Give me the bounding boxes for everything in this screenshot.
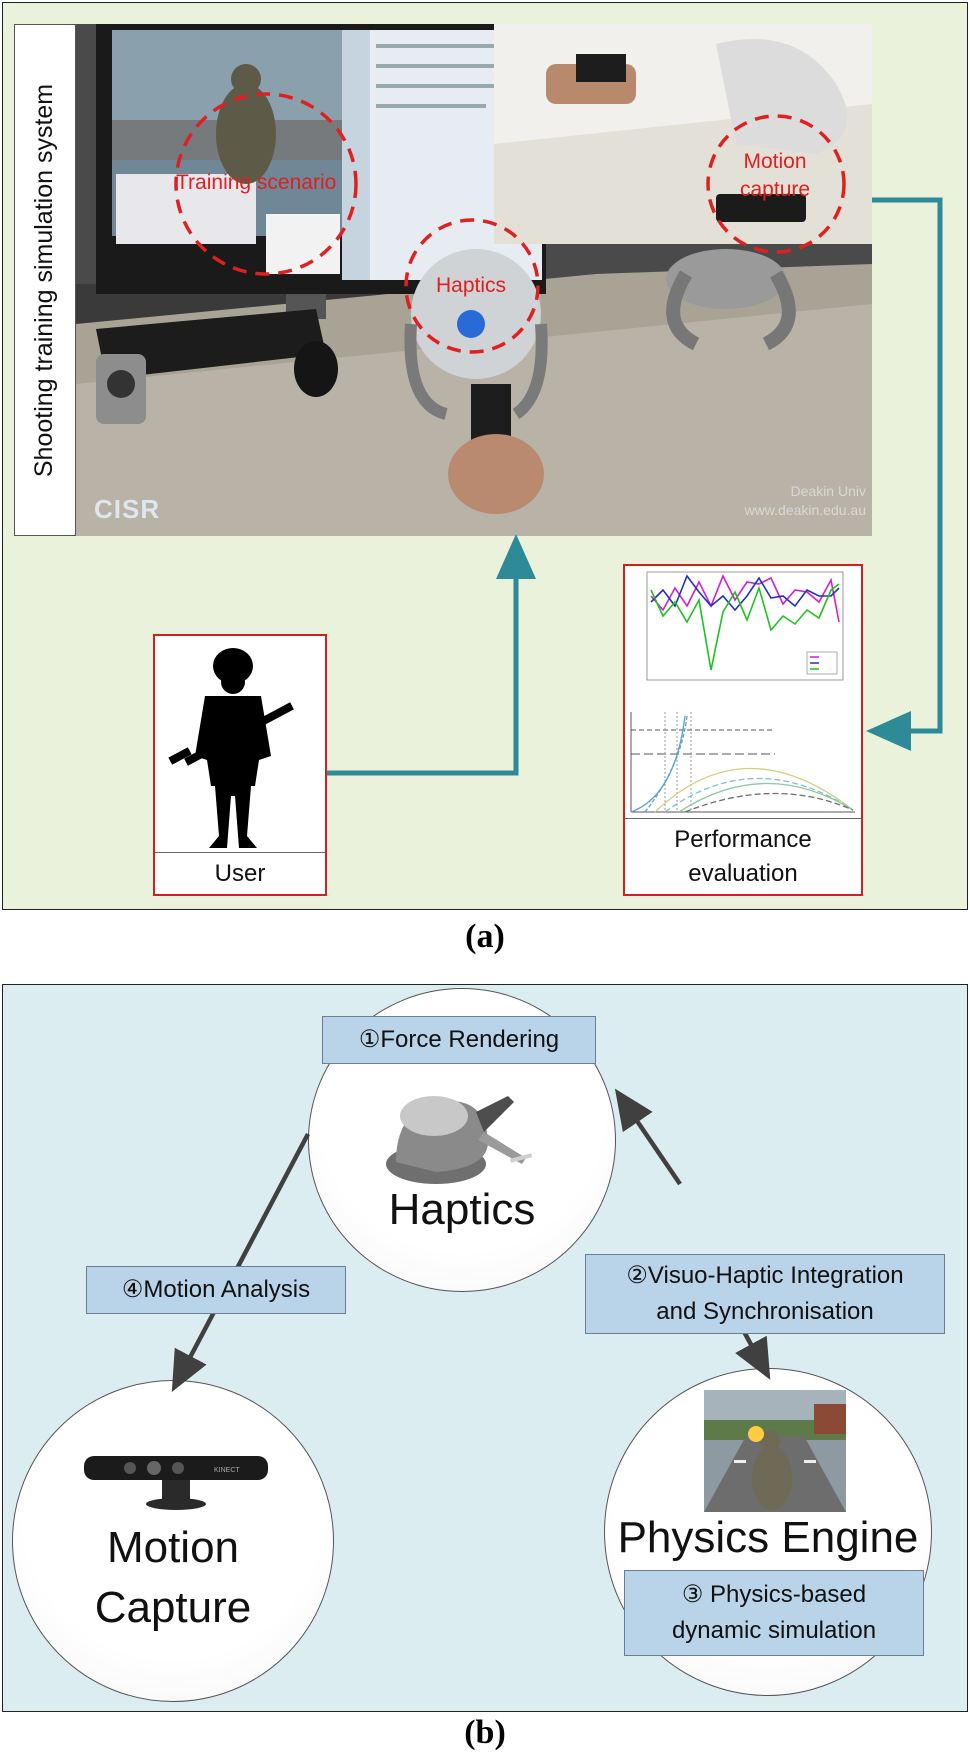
side-label-box (14, 24, 76, 536)
user-caption: User (155, 852, 325, 894)
watermark-line-2: www.deakin.edu.au (744, 502, 866, 518)
force-rendering-label: Force Rendering (380, 1026, 560, 1053)
physics-simulation-number: ③ (681, 1581, 704, 1608)
visuo-haptic-tag: ②Visuo-Haptic Integration and Synchronis… (585, 1254, 945, 1334)
motion-capture-node-line-1: Motion (106, 1523, 240, 1572)
system-photo-illustration (76, 24, 872, 536)
kinect-device-text: KINECT (214, 1467, 240, 1474)
visuo-haptic-line-2: and Synchronisation (656, 1298, 874, 1325)
kinect-sensor-icon: KINECT (78, 1442, 274, 1530)
cisr-logo: CISR (94, 494, 161, 524)
performance-caption-line-2: evaluation (688, 859, 798, 887)
training-scenario-label: Training scenario (176, 171, 337, 194)
performance-plots-thumbnail (630, 571, 855, 813)
game-scene-thumbnail (704, 1390, 846, 1512)
panel-b-arrows (171, 1088, 771, 1392)
visuo-haptic-line-1-text: Visuo-Haptic Integration (647, 1262, 904, 1289)
motion-capture-label-2: capture (740, 178, 811, 201)
physics-to-haptics-arrow (614, 1088, 682, 1186)
haptics-photo-label: Haptics (436, 274, 507, 297)
visuo-to-physics-arrow (735, 1326, 771, 1380)
soldier-silhouette-icon (168, 648, 294, 848)
physics-simulation-tag: ③ Physics-based dynamic simulation (624, 1570, 924, 1656)
physics-simulation-line-1: ③ Physics-based (682, 1577, 866, 1613)
user-to-system-arrow (327, 534, 536, 776)
haptic-device-icon (376, 1072, 548, 1192)
physics-engine-node-label: Physics Engine (617, 1513, 919, 1562)
panel-a-tag: (a) (465, 918, 505, 955)
force-rendering-number: ① (358, 1026, 381, 1053)
watermark: Deakin Univ www.deakin.edu.au (666, 482, 866, 520)
visuo-haptic-line-1: ②Visuo-Haptic Integration (626, 1258, 903, 1294)
physics-simulation-line-1-text: Physics-based (710, 1581, 867, 1608)
motion-analysis-number: ④ (121, 1276, 144, 1303)
physics-simulation-line-2: dynamic simulation (671, 1617, 877, 1644)
watermark-line-1: Deakin Univ (790, 483, 866, 499)
performance-caption: Performance evaluation (625, 818, 861, 894)
system-photo: Training scenario Haptics Motion capture… (76, 24, 872, 536)
motion-capture-node-label: Motion Capture (12, 1518, 334, 1638)
performance-evaluation-box (623, 564, 863, 896)
performance-caption-line-1: Performance (674, 825, 812, 853)
motion-capture-circle (12, 1380, 334, 1702)
haptics-to-motion-arrow (171, 1132, 310, 1392)
capture-to-evaluation-arrow (866, 197, 943, 751)
panel-b-tag: (b) (464, 1714, 506, 1751)
motion-capture-node-line-2: Capture (94, 1583, 252, 1632)
motion-capture-label-1: Motion (743, 150, 807, 173)
haptics-node-label: Haptics (388, 1185, 536, 1234)
motion-analysis-label: Motion Analysis (143, 1276, 311, 1303)
panel-a-connectors (327, 197, 943, 776)
visuo-haptic-number: ② (626, 1262, 648, 1289)
